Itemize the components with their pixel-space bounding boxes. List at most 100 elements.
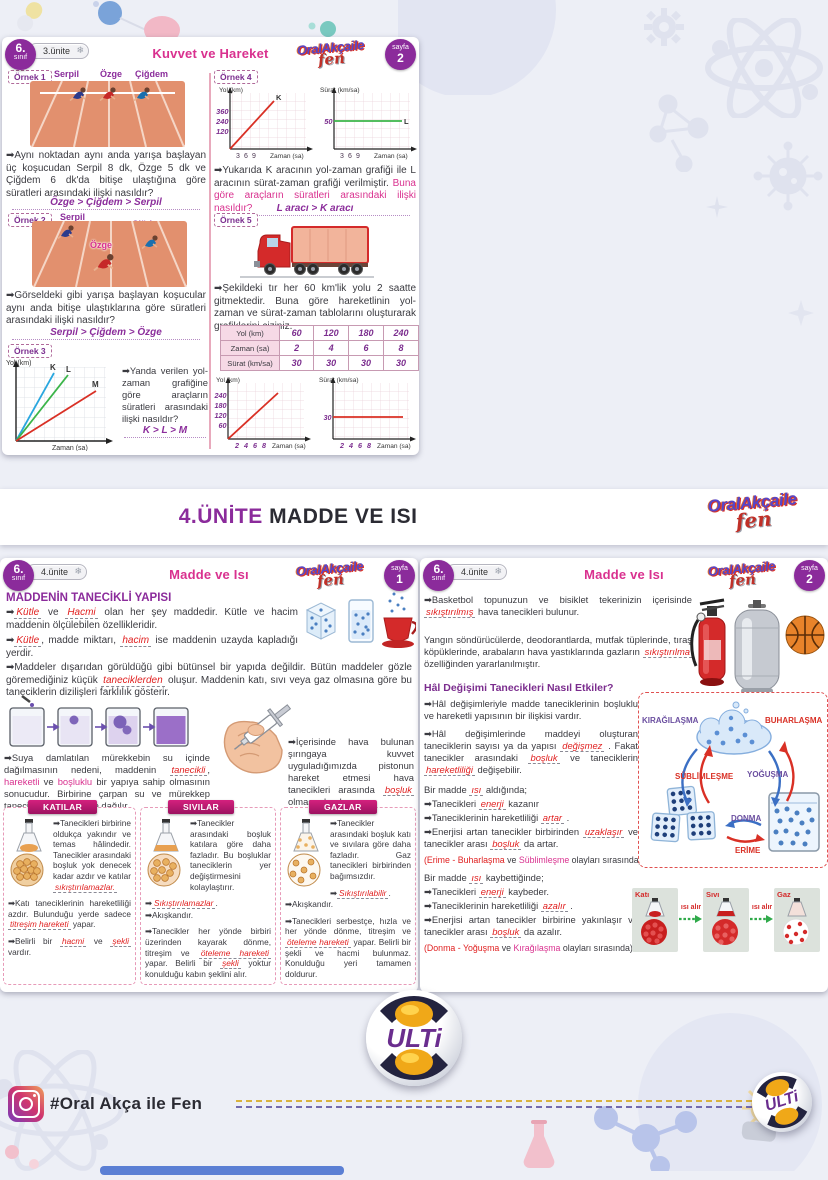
sheet-title: Kuvvet ve Hareket — [152, 46, 269, 61]
paragraph-hareketlilik-artar: ➡Taneciklerinin hareketliliği artar . — [424, 812, 570, 824]
runner-name: Özge — [100, 69, 123, 79]
sheet-title: Madde ve Isı — [169, 567, 249, 582]
svg-text:SÜBLİMLEŞME: SÜBLİMLEŞME — [675, 772, 734, 781]
snowflake-icon: ❄ — [494, 566, 503, 576]
kati-label: Katı — [635, 890, 650, 899]
paragraph-basketbol: ➡Basketbol topunuzun ve bisiklet tekerin… — [424, 594, 692, 618]
gaz-tile: Gaz — [774, 888, 820, 952]
truck-image — [240, 226, 374, 278]
sivilar-p4: ➡Tanecikler her yönde birbiri üzerinden … — [145, 926, 272, 979]
ornek1-label: Örnek 1 — [8, 70, 52, 84]
svg-text:30: 30 — [324, 413, 332, 422]
grade-badge: 6.sınıf — [3, 560, 34, 591]
virus-doodle-icon — [752, 140, 824, 217]
blue-bar-doodle — [100, 1162, 344, 1180]
isi-alir-label: ısı alır — [751, 904, 773, 911]
svg-text:L: L — [404, 117, 409, 126]
molecule2-doodle-icon — [648, 92, 718, 177]
gazlar-box: ➡Tanecikler arasındaki boşluk katı ve sı… — [280, 807, 416, 985]
isi-alir-arrow-icon — [750, 915, 773, 923]
paragraph-enerji-kaybeder: ➡Tanecikleri enerji kaybeder. — [424, 886, 549, 898]
molecule3-doodle-icon — [588, 1100, 708, 1176]
paragraph-yangin: Yangın söndürücülerde, deodorantlarda, m… — [424, 634, 692, 669]
gas-cylinder-image — [734, 600, 780, 694]
katilar-header: KATILAR — [28, 800, 98, 814]
ulti-logo-small: ULTi — [741, 1064, 820, 1142]
svg-text:3: 3 — [236, 153, 240, 160]
svg-text:120: 120 — [215, 411, 227, 420]
ornek4-answer: L aracı > K aracı — [220, 203, 410, 216]
svg-text:4: 4 — [243, 441, 248, 450]
paragraph-siringa: ➡İçerisinde hava bulunan şırıngaya kuvve… — [288, 736, 414, 807]
sivilar-p1: ➡Tanecikler arasındaki boşluk katılara g… — [190, 818, 271, 892]
star-doodle-icon — [706, 196, 728, 223]
paragraph-hal1: ➡Hâl değişimleriyle madde taneciklerinin… — [424, 698, 638, 721]
svg-text:L: L — [66, 365, 71, 374]
unit-pill: 4.ünite❄ — [446, 564, 508, 580]
ornek5-label: Örnek 5 — [214, 213, 258, 227]
svg-text:8: 8 — [262, 441, 266, 450]
svg-text:DONMA: DONMA — [731, 814, 761, 823]
lavender-circle-doodle — [380, 0, 578, 100]
snowflake-icon: ❄ — [74, 566, 83, 576]
paragraph-hal2: ➡Hâl değişimlerinde maddeyi oluşturan ta… — [424, 728, 639, 776]
svg-text:6: 6 — [253, 441, 258, 450]
svg-text:6: 6 — [358, 441, 363, 450]
atom-doodle-icon — [700, 16, 828, 123]
hot-cup-image — [382, 592, 416, 648]
ice-cube-image — [305, 602, 337, 640]
svg-text:Zaman (sa): Zaman (sa) — [374, 153, 408, 160]
isi-alir-arrow-icon — [679, 915, 702, 923]
ornek3-question: ➡Yanda verilen yol-zaman grafiğine göre … — [122, 365, 208, 424]
gazlar-p4: ➡Tanecikleri serbestçe, hızla ve her yön… — [285, 915, 411, 979]
paragraph-isi-kaybeder: Bir madde ısı kaybettiğinde; — [424, 872, 544, 884]
svg-text:240: 240 — [215, 117, 229, 126]
svg-text:50: 50 — [324, 117, 333, 126]
svg-text:6: 6 — [348, 153, 352, 160]
svg-text:Yol (km): Yol (km) — [6, 360, 31, 367]
syringe-hand-image — [223, 704, 292, 774]
gazlar-p2: ➡Sıkıştırılabilir. — [330, 887, 391, 899]
gazlar-p3: ➡Akışkandır. — [285, 899, 333, 910]
grade-badge: 6.sınıf — [423, 560, 454, 591]
sivilar-p2: ➡Sıkıştırılamazlar. — [145, 898, 218, 910]
svg-text:Zaman (sa): Zaman (sa) — [377, 443, 411, 450]
unit-pill: 3.ünite❄ — [28, 43, 90, 59]
sivilar-p3: ➡Akışkandır. — [145, 909, 193, 920]
svg-text:120: 120 — [216, 127, 229, 136]
svg-text:Zaman (sa): Zaman (sa) — [270, 153, 304, 160]
gas-flask-image — [287, 819, 321, 887]
svg-text:M: M — [92, 380, 99, 389]
section-heading: MADDENİN TANECİKLİ YAPISI — [6, 592, 172, 604]
svg-text:9: 9 — [356, 153, 360, 160]
paragraph-uzaklasir: ➡Enerjisi artan tanecikler birbirinden u… — [424, 826, 639, 850]
sheet-title: Madde ve Isı — [584, 567, 664, 582]
gear-doodle-icon — [642, 6, 686, 53]
katilar-p2: ➡Katı taneciklerinin hareketliliği azdır… — [8, 898, 131, 931]
column-divider — [209, 73, 211, 449]
svg-text:K: K — [276, 93, 282, 102]
svg-text:6: 6 — [244, 153, 248, 160]
svg-text:60: 60 — [219, 421, 227, 430]
svg-text:KIRAĞILAŞMA: KIRAĞILAŞMA — [642, 716, 699, 725]
worksheet-madde-ve-isi-2: 4.ünite❄ 6.sınıf Madde ve Isı OralAkçail… — [420, 558, 828, 992]
svg-text:8: 8 — [367, 441, 371, 450]
ink-beakers-image — [9, 695, 189, 747]
svg-text:YOĞUŞMA: YOĞUŞMA — [747, 770, 789, 779]
gazlar-p1: ➡Tanecikler arasındaki boşluk katı ve sı… — [330, 818, 411, 881]
katilar-box: ➡Tanecikleri birbirine oldukça yakındır … — [3, 807, 136, 985]
katilar-p1: ➡Tanecikleri birbirine oldukça yakındır … — [53, 818, 131, 893]
track-image-2 — [32, 221, 187, 287]
paragraph-enerji-kazanir: ➡Tanecikleri enerji kazanır — [424, 798, 540, 810]
